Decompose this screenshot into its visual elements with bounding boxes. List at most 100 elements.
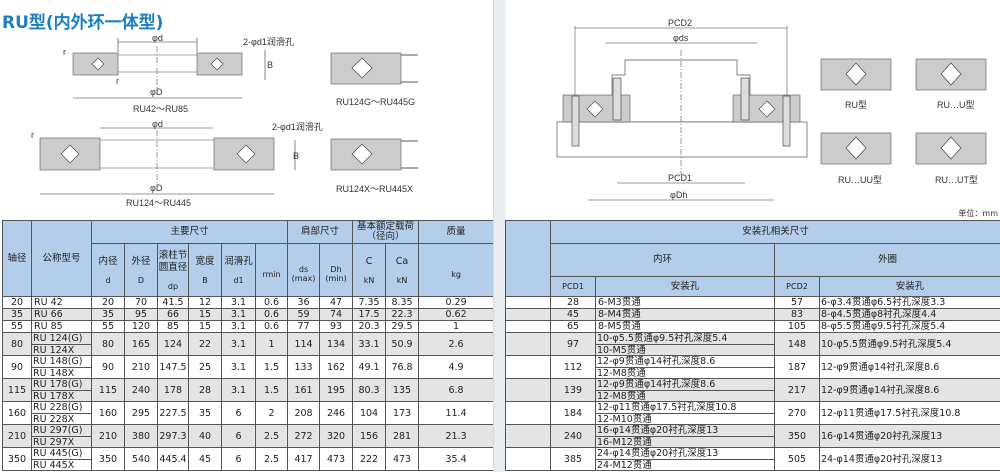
model-name: RU 148(G) — [33, 356, 83, 368]
outer-holes-cell: 12-φ11贯通φ17.5衬孔深度10.8 — [818, 401, 1000, 425]
pcd2-cell: 217 — [774, 378, 820, 402]
blank-cell — [505, 378, 551, 402]
blank-cell — [505, 424, 551, 448]
header-col-name: C — [365, 255, 373, 267]
value-cell: 74 — [319, 308, 354, 321]
value-cell: 11.4 — [418, 401, 495, 425]
value-cell: 3.1 — [221, 308, 256, 321]
model-cell: RU 228(G)RU 228X — [31, 401, 92, 425]
value-cell: 6 — [221, 447, 256, 471]
value-cell: 147.5 — [157, 355, 189, 379]
model-name: RU 445X — [32, 459, 91, 470]
value-cell: 35 — [188, 401, 222, 425]
value-cell: 15 — [188, 320, 222, 333]
value-cell: 540 — [124, 447, 158, 471]
left-page: RU型(内外环一体型) φd 2-φd1润滑孔 B r r φD RU42～RU… — [0, 0, 495, 472]
caption-ru-uu: RU…UU型 — [838, 175, 882, 185]
value-cell: 77 — [287, 320, 321, 333]
drawing-ru124-445: φd 2-φd1润滑孔 B r φD RU124～RU445 — [31, 119, 323, 208]
pcd2-cell: 187 — [774, 355, 820, 379]
type-variants: RU型 RU…U型 RU…UU型 RU…UT型 — [820, 58, 987, 185]
caption-ru42-85: RU42～RU85 — [133, 104, 188, 114]
value-cell: 1.5 — [254, 355, 289, 379]
model-cell: RU 148(G)RU 148X — [31, 355, 92, 379]
caption-ru124x: RU124X～RU445X — [336, 184, 413, 194]
value-cell: 6.8 — [418, 378, 495, 402]
model-name: RU 85 — [34, 321, 63, 332]
value-cell: 295 — [124, 401, 158, 425]
value-cell: 135 — [385, 378, 420, 402]
value-cell: 120 — [124, 320, 158, 333]
value-cell: 165 — [124, 332, 158, 356]
header-mass: 质量 — [418, 220, 495, 244]
value-cell: 7.35 — [352, 296, 387, 309]
header-holes2: 安装孔 — [818, 276, 1000, 297]
value-cell: 0.6 — [254, 296, 289, 309]
model-cell: RU 85 — [31, 320, 92, 333]
value-cell: 2.5 — [254, 424, 289, 448]
label-b: B — [267, 60, 273, 70]
inner-hole-spec: 12-M8贯通 — [596, 390, 774, 401]
value-cell: 90 — [91, 355, 125, 379]
value-cell: 93 — [319, 320, 354, 333]
model-cell: RU 124(G)RU 124X — [31, 332, 92, 356]
unit-label: 单位：mm — [958, 209, 998, 218]
value-cell: 0.62 — [418, 308, 495, 321]
header-col: rmin — [254, 243, 289, 297]
header-inner: 内环 — [550, 243, 775, 277]
header-blank — [505, 220, 551, 297]
value-cell: 28 — [188, 378, 222, 402]
header-col-unit: d1 — [233, 275, 244, 285]
value-cell: 156 — [352, 424, 387, 448]
model-name: RU 42 — [34, 297, 63, 308]
header-shoulder: 肩部尺寸 — [287, 220, 354, 244]
model-name: RU 297X — [32, 436, 91, 447]
value-cell: 76.8 — [385, 355, 420, 379]
blank-cell — [505, 308, 551, 321]
inner-hole-spec: 12-φ9贯通φ14衬孔深度8.6 — [597, 356, 716, 368]
pcd1-cell: 45 — [550, 308, 596, 321]
value-cell: 3.1 — [221, 320, 256, 333]
model-cell: RU 42 — [31, 296, 92, 309]
pcd2-cell: 83 — [774, 308, 820, 321]
value-cell: 4.9 — [418, 355, 495, 379]
value-cell: 6 — [221, 424, 256, 448]
value-cell: 173 — [385, 401, 420, 425]
mounting-drawing: PCD2 φds PCD1 φDh RU型 RU…U型 RU…UU型 RU…UT… — [556, 18, 987, 201]
shaft-cell: 350 — [2, 447, 32, 471]
value-cell: 0.6 — [254, 320, 289, 333]
blank-cell — [505, 332, 551, 356]
value-cell: 208 — [287, 401, 321, 425]
value-cell: 36 — [287, 296, 321, 309]
pcd2-cell: 57 — [774, 296, 820, 309]
shaft-cell: 160 — [2, 401, 32, 425]
header-col-unit: B — [202, 275, 208, 285]
header-col-unit: kN — [363, 275, 375, 285]
value-cell: 133 — [287, 355, 321, 379]
value-cell: 124 — [157, 332, 189, 356]
header-col-name: 滚柱节圆直径 — [158, 249, 188, 273]
value-cell: 29.5 — [385, 320, 420, 333]
header-load: 基本额定载荷（径向） — [352, 220, 420, 244]
value-cell: 21.3 — [418, 424, 495, 448]
inner-holes-cell: 6-M3贯通 — [595, 296, 775, 309]
model-name: RU 124(G) — [33, 333, 83, 345]
pcd2-cell: 350 — [774, 424, 820, 448]
pcd1-cell: 112 — [550, 355, 596, 379]
value-cell: 272 — [287, 424, 321, 448]
caption-ru-u: RU…U型 — [937, 100, 975, 110]
shaft-cell: 115 — [2, 378, 32, 402]
inner-hole-spec: 10-M5贯通 — [596, 344, 774, 355]
value-cell: 160 — [91, 401, 125, 425]
value-cell: 3.1 — [221, 355, 256, 379]
header-col-name: 润滑孔 — [224, 255, 253, 267]
